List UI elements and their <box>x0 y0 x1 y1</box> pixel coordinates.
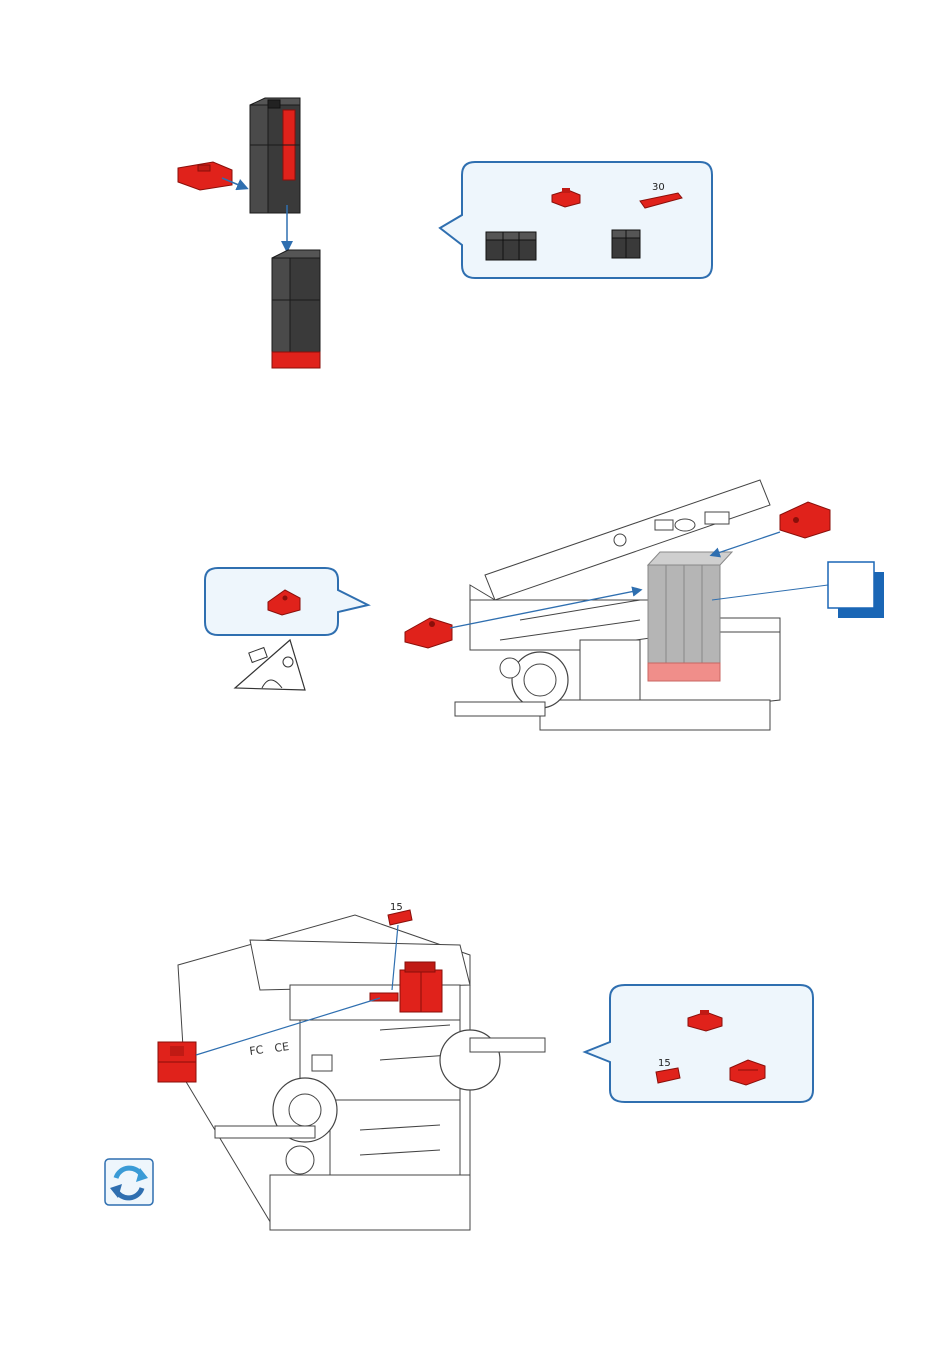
parts-bubble-step2 <box>205 568 368 635</box>
svg-text:FC: FC <box>249 1043 265 1058</box>
red-double-brick <box>400 962 442 1012</box>
rod-length-label-step3: 15 <box>390 902 403 913</box>
callout-leader-line <box>712 585 828 600</box>
rod-length-label: 30 <box>652 182 665 193</box>
step1-assembly: 30 <box>178 98 712 368</box>
grey-column-highlight <box>648 552 732 681</box>
arrow-right-block <box>712 532 780 555</box>
step3-assembly: FC CE 15 <box>105 902 813 1230</box>
svg-text:CE: CE <box>274 1040 290 1055</box>
red-building-block <box>178 162 232 190</box>
red-block-left <box>405 618 452 648</box>
callout-box <box>828 562 884 618</box>
rotate-model-icon[interactable] <box>105 1159 153 1205</box>
parts-bubble-step3: 15 <box>585 985 813 1102</box>
red-block-right <box>780 502 830 538</box>
chassis-model-step2 <box>455 480 780 730</box>
step2-assembly <box>205 480 884 730</box>
rod-length-label-bubble3: 15 <box>658 1058 671 1069</box>
black-column-upper <box>250 98 300 213</box>
chassis-model-step3 <box>178 915 545 1230</box>
black-column-lower <box>272 250 320 368</box>
cheese-piece-outline-icon <box>235 640 305 690</box>
parts-bubble-step1: 30 <box>440 162 712 278</box>
red-rod-15: 15 <box>388 902 412 925</box>
black-brick-small-part-icon <box>612 230 640 258</box>
black-brick-large-part-icon <box>486 232 536 260</box>
red-brick-left-step3 <box>158 1042 196 1082</box>
